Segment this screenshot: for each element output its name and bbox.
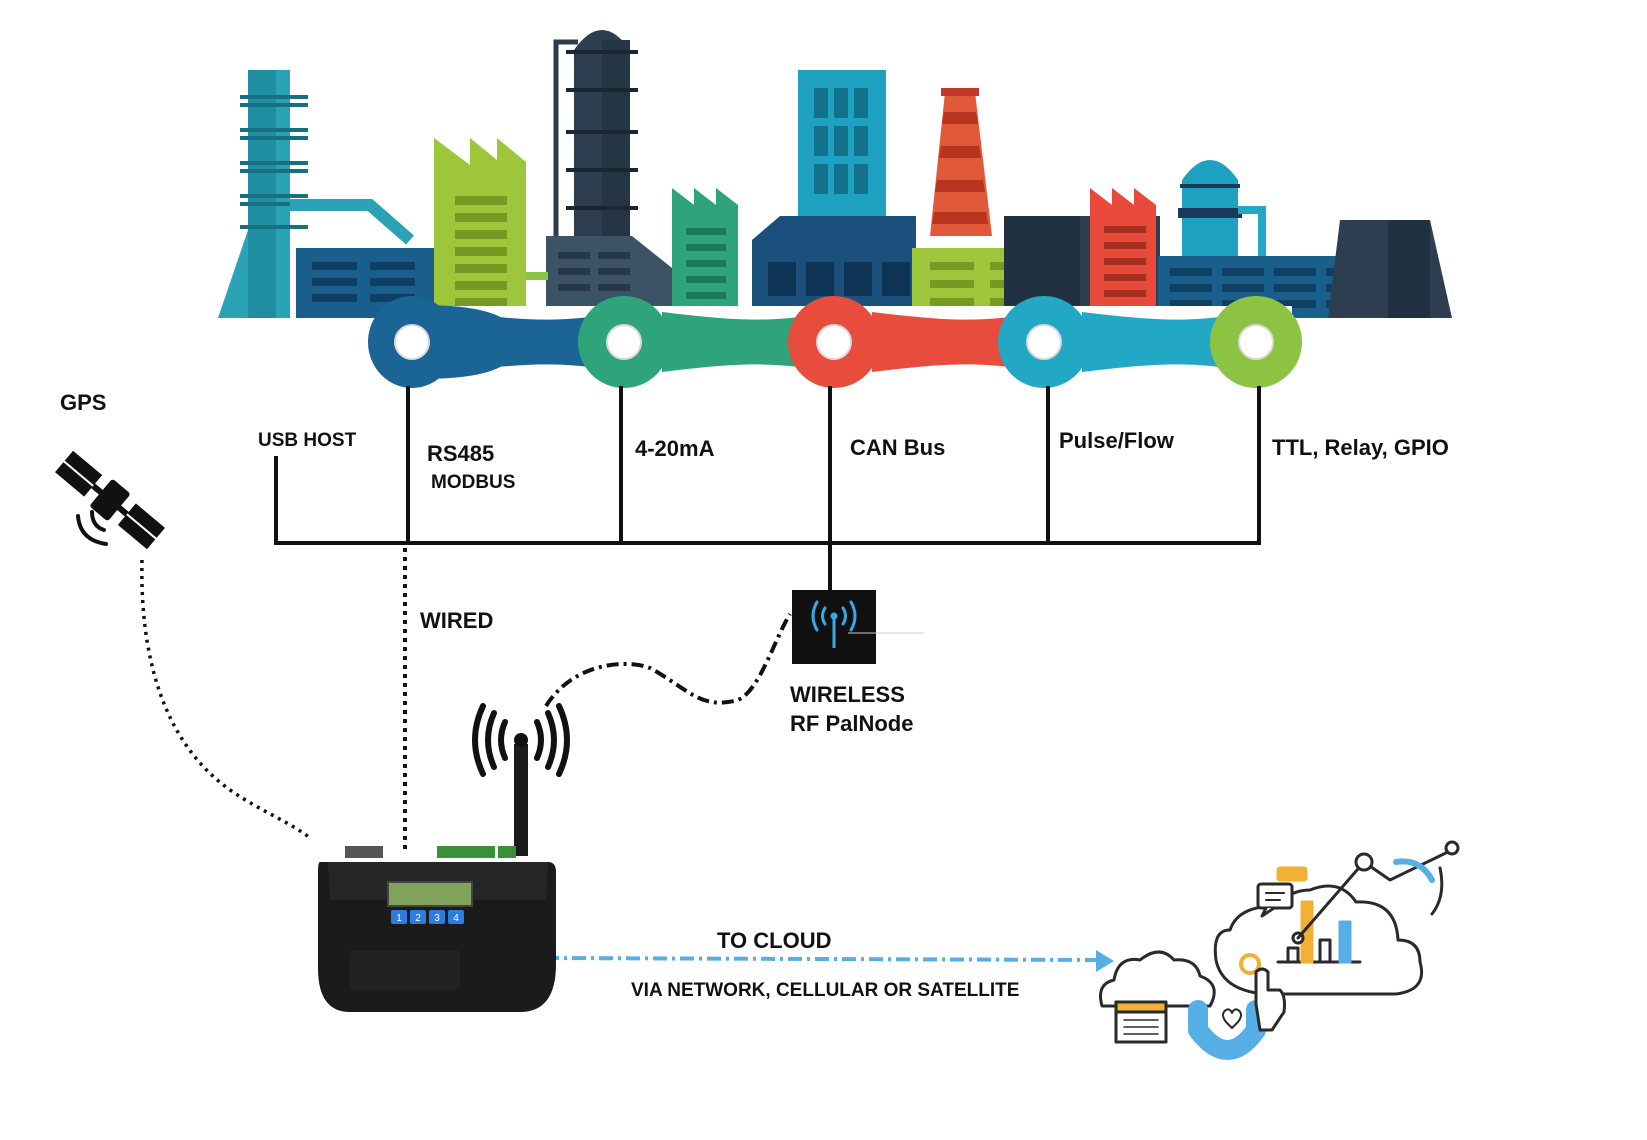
satellite-icon xyxy=(55,450,165,550)
bus-lines xyxy=(274,386,1261,590)
modbus-label: MODBUS xyxy=(431,472,515,493)
to-cloud-label: TO CLOUD xyxy=(717,928,831,953)
can-bus-label: CAN Bus xyxy=(850,435,945,460)
rs485-label: RS485 xyxy=(427,441,494,466)
ttl-relay-gpio-label: TTL, Relay, GPIO xyxy=(1272,435,1449,460)
gps-link xyxy=(140,559,312,840)
cloud-analytics-icon xyxy=(1099,840,1460,1060)
ma-label: 4-20mA xyxy=(635,436,715,461)
device-key-3: 3 xyxy=(434,913,440,924)
cloud-link-arrow-icon xyxy=(1096,950,1114,972)
rf-palnode-label: RF PalNode xyxy=(790,711,913,736)
via-network-label: VIA NETWORK, CELLULAR OR SATELLITE xyxy=(631,980,1019,1001)
pulse-flow-label: Pulse/Flow xyxy=(1059,428,1175,453)
wireless-link xyxy=(544,612,792,708)
device-key-4: 4 xyxy=(453,913,459,924)
usb-host-label: USB HOST xyxy=(258,430,357,451)
device-key-2: 2 xyxy=(415,913,421,924)
gps-label: GPS xyxy=(60,390,106,415)
wired-label: WIRED xyxy=(420,608,493,633)
gateway-device: 1 2 3 4 xyxy=(318,703,570,1012)
chain-links xyxy=(368,296,1302,388)
cloud-link xyxy=(544,956,1101,962)
device-key-1: 1 xyxy=(396,913,402,924)
satellite-signal-icon xyxy=(76,510,108,546)
antenna-icon xyxy=(472,703,570,856)
factory-skyline xyxy=(218,30,1452,318)
wireless-label: WIRELESS xyxy=(790,682,905,707)
rf-node-icon xyxy=(792,590,924,664)
